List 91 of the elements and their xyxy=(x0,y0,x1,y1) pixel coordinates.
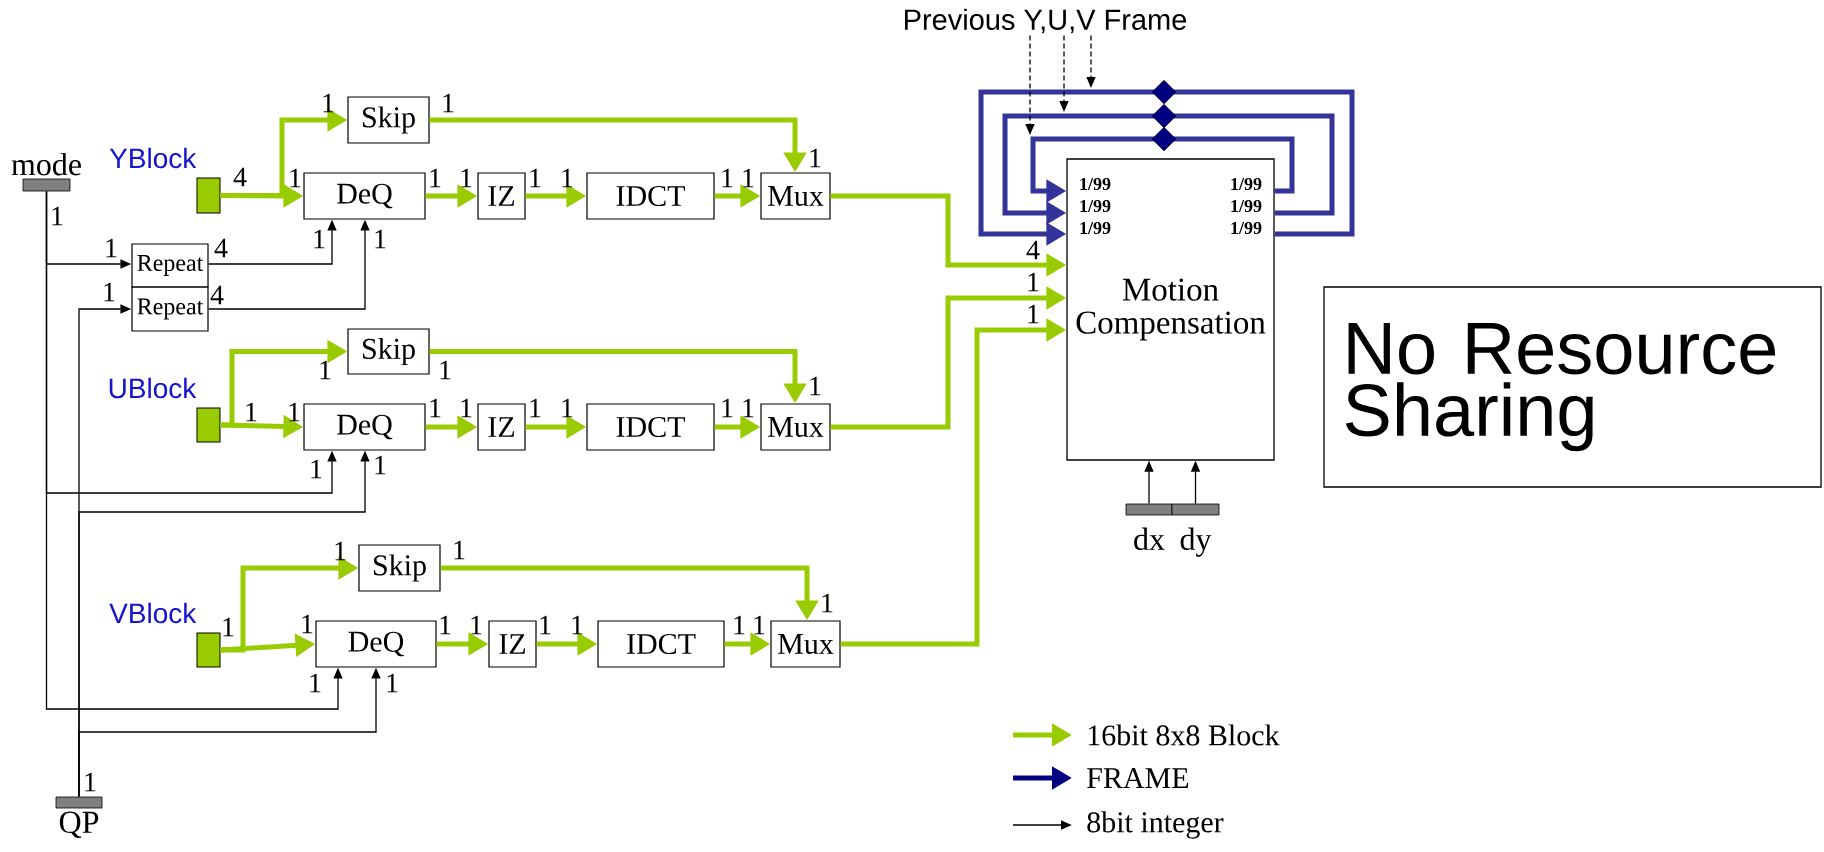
source-block: YBlock xyxy=(109,147,221,214)
port-rate-label: 1 xyxy=(106,238,117,258)
process-box: Skip xyxy=(347,328,430,375)
port-rate-label: 1 xyxy=(320,360,331,380)
port-rate-label: 1 xyxy=(454,540,465,560)
note-box: No Resource Sharing xyxy=(1323,286,1822,488)
port-rate-label: 1 xyxy=(722,398,733,418)
port-rate-label: 1 xyxy=(461,398,472,418)
frame-input-label: Previous Y,U,V Frame xyxy=(905,8,1187,34)
process-box: Mux xyxy=(760,403,831,451)
input-bar: QP xyxy=(55,796,103,838)
process-box: IZ xyxy=(488,620,537,668)
node-label: dy xyxy=(1180,527,1212,557)
port-rate-label: 1 xyxy=(572,615,583,635)
process-box: Skip xyxy=(358,544,441,592)
port-rate-label: 1 xyxy=(290,168,301,188)
port-rate-label: 1 xyxy=(335,541,346,561)
port-rate-label: 1 xyxy=(810,148,821,168)
port-rate-label: 1 xyxy=(311,459,322,479)
port-rate-label: 1 xyxy=(562,398,573,418)
port-rate-label: 1 xyxy=(430,168,441,188)
port-rate-label: 1 xyxy=(822,593,833,613)
port-rate-label: 1 xyxy=(387,673,398,693)
port-rate-label: 1 xyxy=(1028,272,1039,292)
port-rate-label: 1 xyxy=(1028,304,1039,324)
node-label: mode xyxy=(11,152,81,176)
port-rate-label: 1/99 xyxy=(1231,177,1262,191)
process-box: IZ xyxy=(477,403,526,451)
process-box: DeQ xyxy=(315,620,437,668)
port-rate-label: 1 xyxy=(430,398,441,418)
port-rate-label: 4 xyxy=(233,167,247,187)
port-rate-label: 1 xyxy=(722,168,733,188)
port-rate-label: 1 xyxy=(540,615,551,635)
process-box: Mux xyxy=(760,172,831,220)
port-rate-label: 1 xyxy=(52,206,63,226)
port-rate-label: 1 xyxy=(375,455,386,475)
port-rate-label: 1 xyxy=(743,398,754,418)
port-rate-label: 1 xyxy=(471,615,482,635)
port-rate-label: 1/99 xyxy=(1080,221,1111,235)
process-box: IZ xyxy=(477,172,526,220)
port-rate-label: 1 xyxy=(314,229,325,249)
port-rate-label: 1 xyxy=(743,168,754,188)
port-rate-label: 1 xyxy=(440,615,451,635)
port-rate-label: 4 xyxy=(214,238,228,258)
node-label: dx xyxy=(1134,527,1165,551)
source-block: UBlock xyxy=(109,377,221,443)
port-rate-label: 1 xyxy=(246,402,257,422)
port-rate-label: 1 xyxy=(375,229,386,249)
port-rate-label: 1 xyxy=(323,93,334,113)
port-rate-label: 1/99 xyxy=(1231,199,1262,213)
legend-text: 8bit integer xyxy=(1087,811,1224,839)
process-box: DeQ xyxy=(303,172,426,220)
input-bar: dy xyxy=(1171,503,1220,557)
process-box: Mux xyxy=(770,620,841,668)
process-box: Repeat xyxy=(131,286,209,332)
port-rate-label: 4 xyxy=(210,285,224,305)
port-rate-label: 1/99 xyxy=(1231,221,1262,235)
port-rate-label: 1 xyxy=(754,615,765,635)
port-rate-label: 1 xyxy=(104,282,115,302)
node-label: UBlock xyxy=(109,377,197,399)
legend-text: 16bit 8x8 Block xyxy=(1088,724,1280,746)
input-bar: dx xyxy=(1125,503,1173,551)
process-box: Skip xyxy=(347,96,430,144)
port-rate-label: 1 xyxy=(85,772,96,792)
port-rate-label: 4 xyxy=(1026,240,1040,260)
process-box: DeQ xyxy=(303,403,426,451)
port-rate-label: 1 xyxy=(223,617,234,637)
node-label: VBlock xyxy=(109,602,197,624)
port-rate-label: 1 xyxy=(302,614,313,634)
node-label: YBlock xyxy=(109,147,197,169)
port-rate-label: 1 xyxy=(440,360,451,380)
port-rate-label: 1/99 xyxy=(1080,199,1111,213)
port-rate-label: 1 xyxy=(530,168,541,188)
node-label: QP xyxy=(59,811,99,838)
input-bar: mode xyxy=(11,152,81,192)
port-rate-label: 1 xyxy=(310,673,321,693)
port-rate-label: 1 xyxy=(562,168,573,188)
port-rate-label: 1 xyxy=(734,615,745,635)
port-rate-label: 1 xyxy=(289,402,300,422)
source-block: VBlock xyxy=(109,602,221,668)
port-rate-label: 1 xyxy=(443,93,454,113)
process-box: IDCT xyxy=(597,620,725,668)
process-box: Repeat xyxy=(131,243,209,288)
port-rate-label: 1 xyxy=(810,376,821,396)
port-rate-label: 1 xyxy=(530,398,541,418)
process-box: IDCT xyxy=(586,172,715,220)
process-box: IDCT xyxy=(586,403,715,451)
arrow xyxy=(45,190,343,710)
port-rate-label: 1 xyxy=(461,168,472,188)
port-rate-label: 1/99 xyxy=(1080,177,1111,191)
legend-text: FRAME xyxy=(1087,768,1189,788)
